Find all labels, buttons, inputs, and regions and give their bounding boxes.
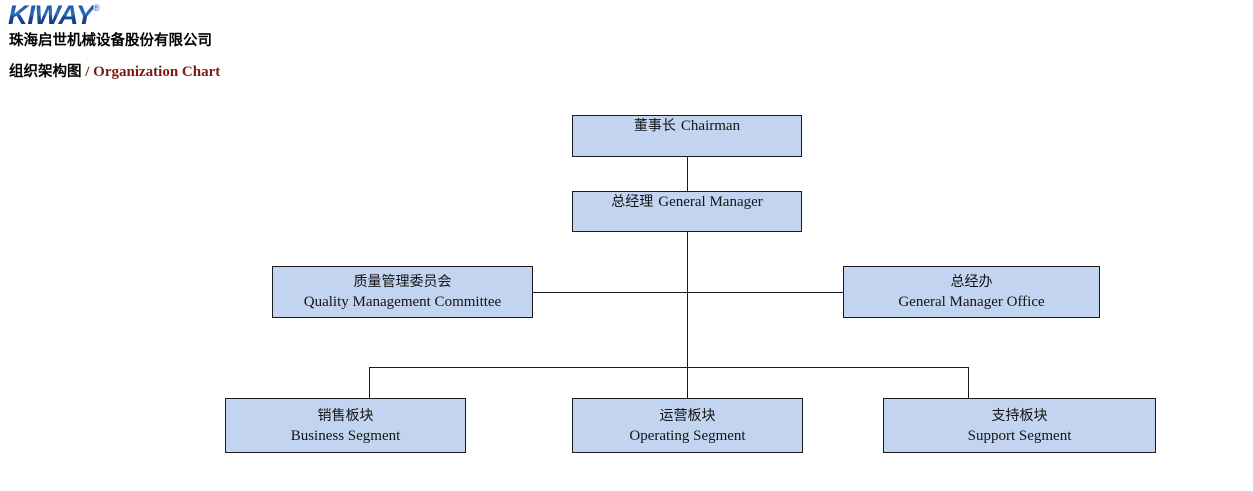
page-title-cn: 组织架构图 [9,64,82,80]
node-chairman-label-cn: 董事长 [633,118,676,134]
node-quality-management-committee-label-en: Quality Management Committee [303,294,502,310]
connector-chairman-to-gm [687,157,688,191]
node-quality-management-committee[interactable]: 质量管理委员会 Quality Management Committee [272,266,533,318]
node-support-segment-label-cn: 支持板块 [991,407,1048,424]
node-support-segment[interactable]: 支持板块 Support Segment [883,398,1156,453]
node-general-manager-office-label-cn: 总经办 [950,274,993,290]
logo-wordmark: KIWAY [8,0,94,30]
registered-trademark-icon: ® [93,3,100,13]
page-title: 组织架构图 / Organization Chart [9,63,220,82]
node-quality-management-committee-label-cn: 质量管理委员会 [353,274,452,290]
connector-bus-to-operating-segment [687,367,688,398]
connector-gm-to-quality-committee [532,292,688,293]
node-operating-segment-label-cn: 运营板块 [659,407,716,424]
node-business-segment-label-cn: 销售板块 [317,407,374,424]
page-title-en: / Organization Chart [85,64,221,80]
node-chairman-label-en: Chairman [680,118,741,134]
node-operating-segment-label-en: Operating Segment [629,427,746,444]
node-general-manager-office[interactable]: 总经办 General Manager Office [843,266,1100,318]
node-business-segment[interactable]: 销售板块 Business Segment [225,398,466,453]
node-general-manager-label-en: General Manager [658,194,763,210]
node-general-manager-office-label-en: General Manager Office [898,294,1045,310]
connector-bus-to-business-segment [369,367,370,398]
company-name: 珠海启世机械设备股份有限公司 [9,33,212,49]
page-header: KIWAY ® 珠海启世机械设备股份有限公司 组织架构图 / Organizat… [0,0,520,92]
node-support-segment-label-en: Support Segment [967,427,1072,444]
node-general-manager[interactable]: 总经理 General Manager [572,191,802,232]
connector-gm-to-gm-office [687,292,844,293]
connector-bus-to-support-segment [968,367,969,398]
connector-segment-bus [369,367,969,368]
connector-gm-trunk [687,232,688,368]
node-chairman[interactable]: 董事长 Chairman [572,115,802,157]
node-general-manager-label-cn: 总经理 [611,194,654,210]
node-business-segment-label-en: Business Segment [290,427,401,444]
kiway-logo: KIWAY ® [8,0,100,30]
node-operating-segment[interactable]: 运营板块 Operating Segment [572,398,803,453]
